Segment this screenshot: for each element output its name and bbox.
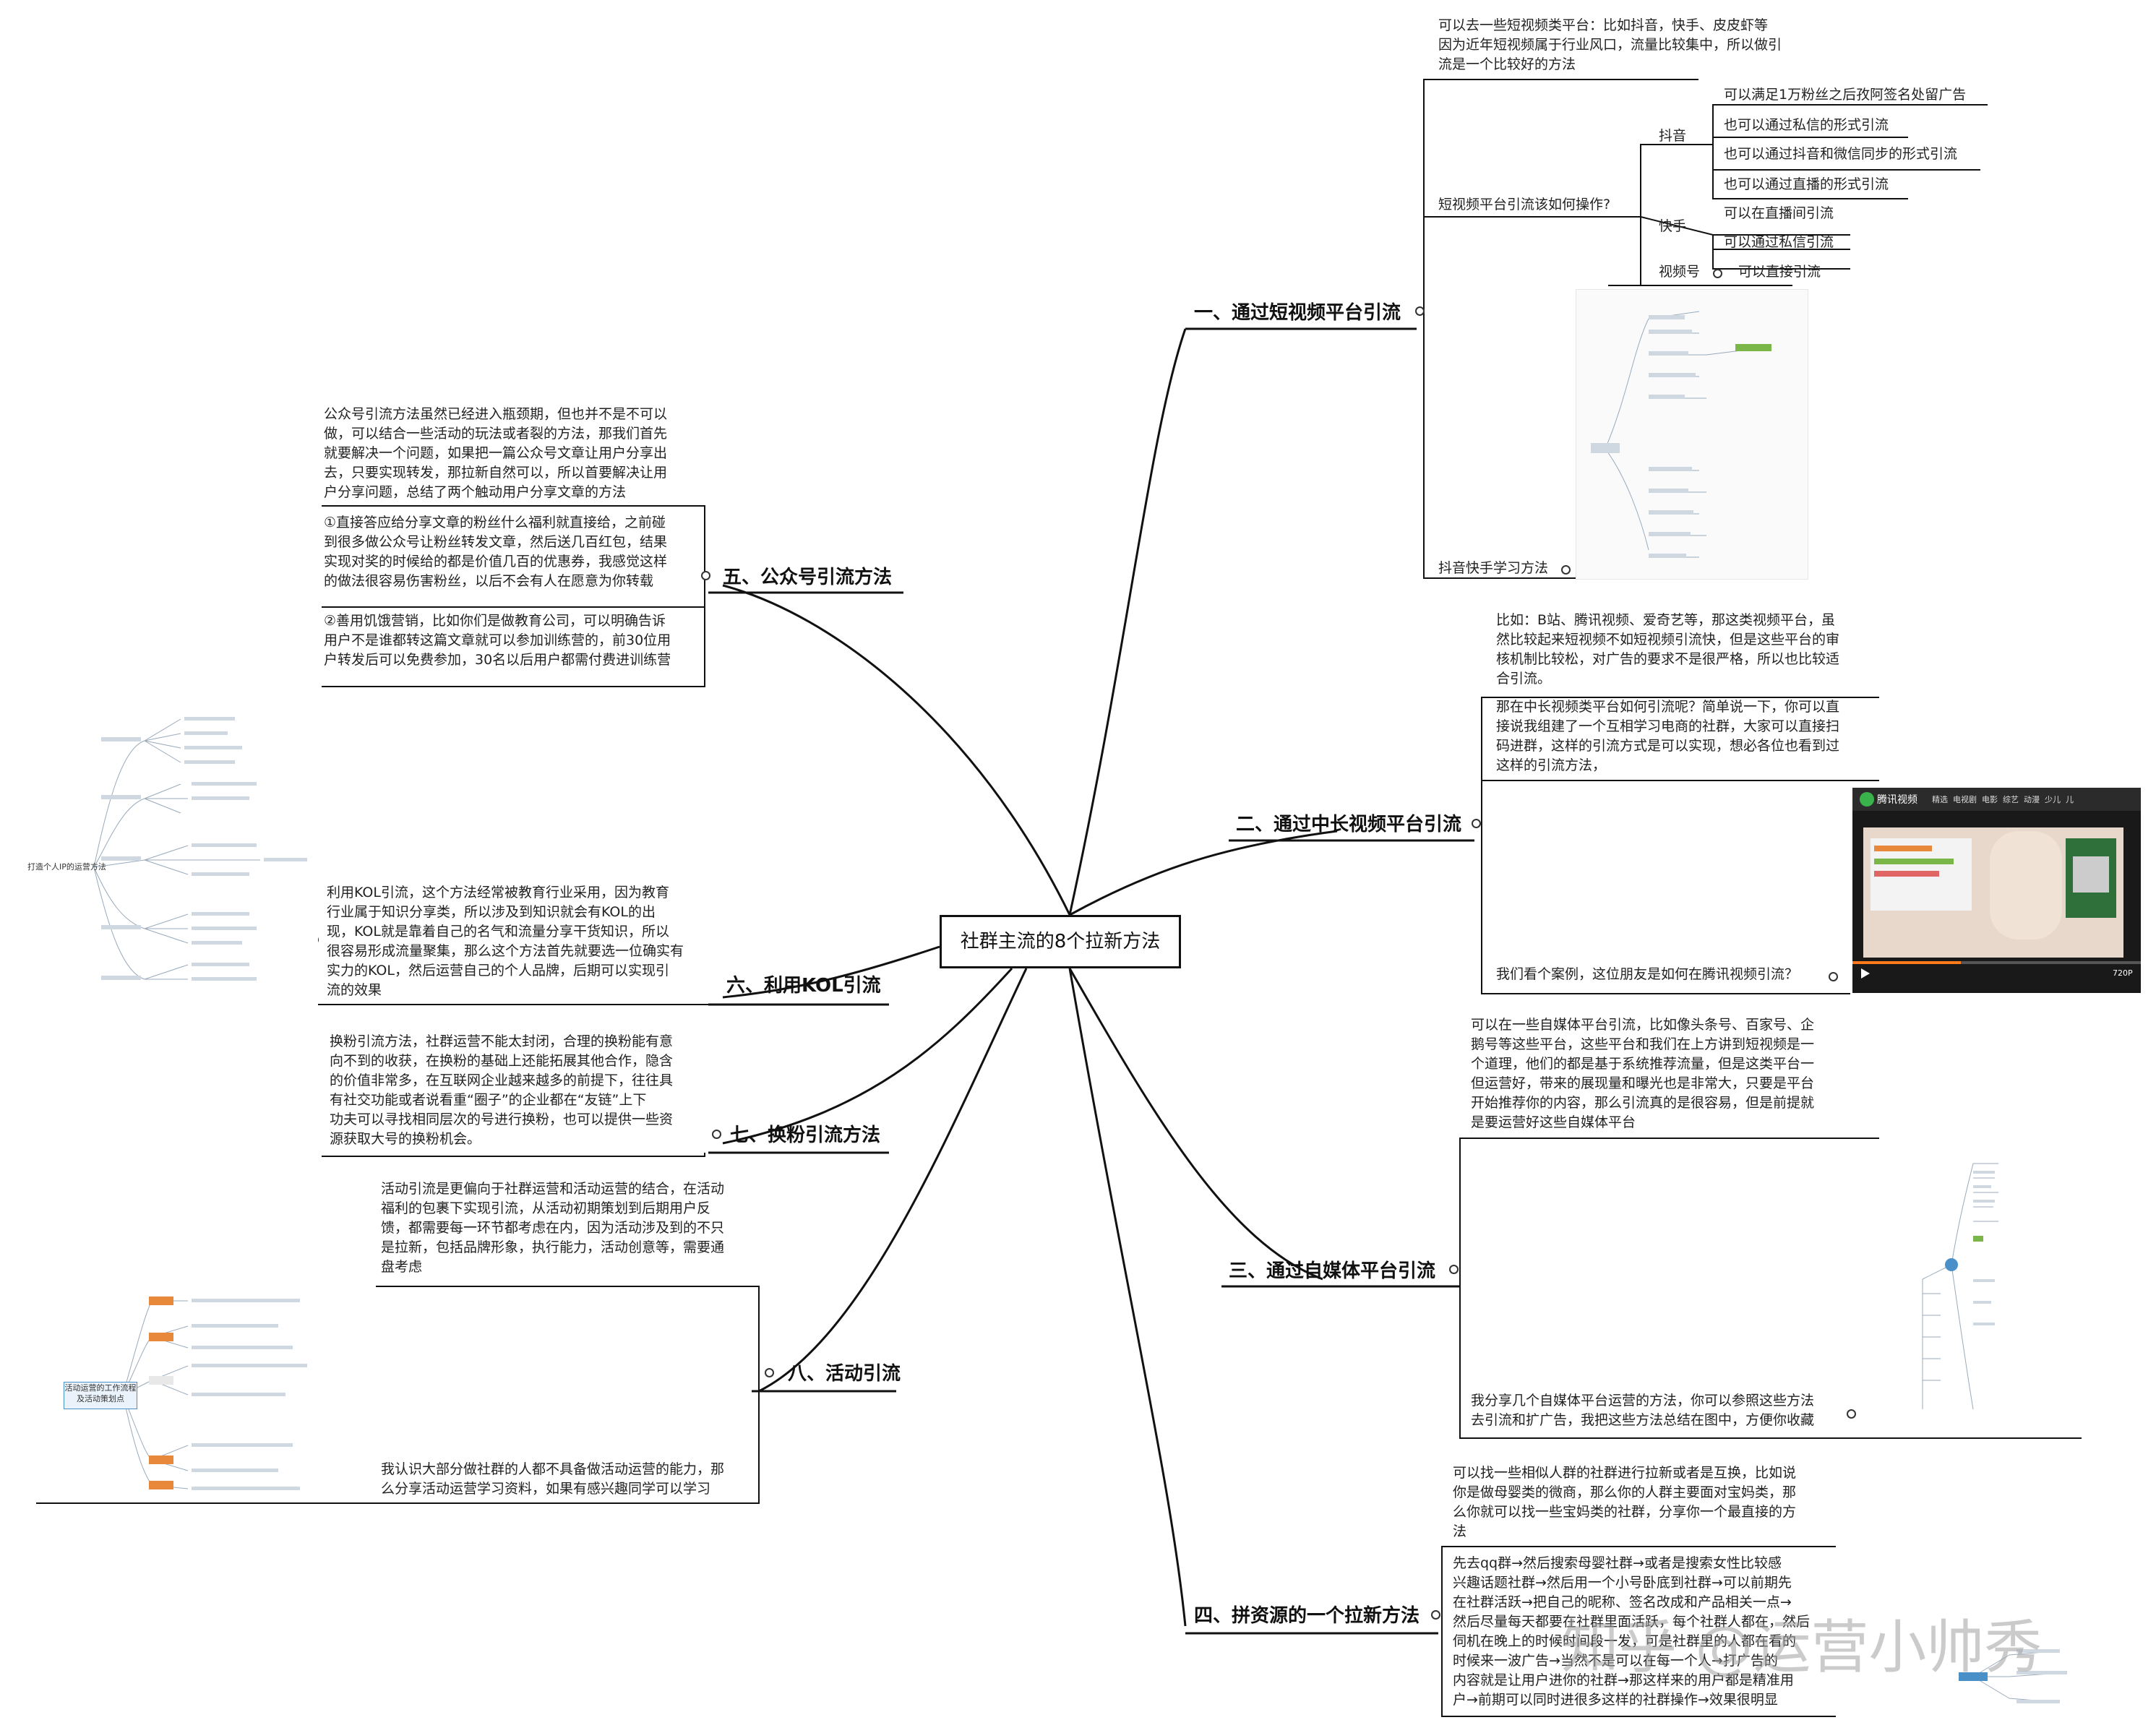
branch-2-title[interactable]: 二、通过中长视频平台引流 <box>1236 814 1462 835</box>
branch-1-title[interactable]: 一、通过短视频平台引流 <box>1194 302 1401 324</box>
video-quality-label[interactable]: 720P <box>2113 968 2133 978</box>
branch-8-collapse-icon[interactable] <box>765 1368 774 1377</box>
branch-1-collapse-icon[interactable] <box>1415 306 1425 316</box>
b1-intro-text: 可以去一些短视频类平台：比如抖音，快手、皮皮虾等 因为近年短视频属于行业风口，流… <box>1438 17 1782 72</box>
b1-shipinhao-item: 可以直接引流 <box>1738 264 1821 280</box>
zhihu-watermark: 知乎 @运营小帅秀 <box>1561 1614 2043 1681</box>
b1-douyin-item-1: 可以满足1万粉丝之后孜阿签名处留广告 <box>1724 87 1967 103</box>
b3-share-text: 我分享几个自媒体平台运营的方法，你可以参照这些方法 去引流和扩广告，我把这些方法… <box>1471 1393 1815 1428</box>
tencent-video-screenshot[interactable]: 腾讯视频 精选 电视剧 电影 综艺 动漫 少儿 儿 720P <box>1852 788 2141 993</box>
b1-douyin-item-3: 也可以通过抖音和微信同步的形式引流 <box>1724 146 1958 162</box>
mini-mindmap-graphic-2 <box>1922 1163 1998 1410</box>
branch-5-title[interactable]: 五、公众号引流方法 <box>723 567 893 588</box>
b1-kuaishou-label: 快手 <box>1659 218 1687 234</box>
b1-douyin-label: 抖音 <box>1659 128 1687 144</box>
b5-method-2: ②善用饥饿营销，比如你们是做教育公司，可以明确告诉 用户不是谁都转这篇文章就可以… <box>324 613 671 668</box>
b7-text: 换粉引流方法，社群运营不能太封闭，合理的换粉能有意 向不到的收获，在换粉的基础上… <box>330 1033 674 1147</box>
branch-7-collapse-icon[interactable] <box>712 1130 721 1139</box>
video-logo-text: 腾讯视频 <box>1877 794 1917 806</box>
b2-intro-text: 比如：B站、腾讯视频、爱奇艺等，那这类视频平台，虽 然比较起来短视频不如短视频引… <box>1496 612 1840 687</box>
b1-question: 短视频平台引流该如何操作? <box>1438 197 1611 212</box>
branch-6-title[interactable]: 六、利用KOL引流 <box>726 975 881 997</box>
b8-bottom-text: 我认识大部分做社群的人都不具备做活动运营的能力，那 么分享活动运营学习资料，如果… <box>381 1461 725 1497</box>
central-topic[interactable]: 社群主流的8个拉新方法 <box>940 915 1181 968</box>
mini-mindmap-graphic-3 <box>1959 1649 2067 1703</box>
personal-ip-mindmap-title: 打造个人IP的运营方法 <box>27 862 106 872</box>
mini-mindmap-graphic <box>1591 311 1771 558</box>
branch-3-title[interactable]: 三、通过自媒体平台引流 <box>1229 1260 1436 1282</box>
qr-code-icon <box>2073 856 2109 893</box>
mini-mindmap-graphic-4 <box>93 717 307 981</box>
branch-2-collapse-icon[interactable] <box>1472 819 1481 828</box>
branch-8-title[interactable]: 八、活动引流 <box>788 1363 901 1385</box>
b3-intro-text: 可以在一些自媒体平台引流，比如像头条号、百家号、企 鹅号等这些平台，这些平台和我… <box>1471 1017 1815 1130</box>
activity-ops-mindmap-title: 活动运营的工作流程 及活动策划点 <box>64 1382 137 1409</box>
personal-ip-mindmap-thumbnail[interactable]: 打造个人IP的运营方法 <box>22 712 318 994</box>
b1-douyin-item-4: 也可以通过直播的形式引流 <box>1724 176 1889 192</box>
branch-3-collapse-icon[interactable] <box>1449 1265 1459 1274</box>
b6-text: 利用KOL引流，这个方法经常被教育行业采用，因为教育 行业属于知识分享类，所以涉… <box>327 885 684 998</box>
b3-share-dot-icon[interactable] <box>1847 1409 1856 1419</box>
b2-how-text: 那在中长视频类平台如何引流呢？简单说一下，你可以直 接说我组建了一个互相学习电商… <box>1496 699 1840 773</box>
branch-4-collapse-icon[interactable] <box>1431 1610 1440 1620</box>
b8-text: 活动引流是更偏向于社群运营和活动运营的结合，在活动 福利的包裹下实现引流，从活动… <box>381 1181 725 1275</box>
b1-shipinhao-label: 视频号 <box>1659 264 1701 280</box>
video-nav-tabs[interactable]: 精选 电视剧 电影 综艺 动漫 少儿 儿 <box>1932 795 2074 804</box>
video-progress-bar[interactable] <box>1852 961 1961 964</box>
b2-case-text: 我们看个案例，这位朋友是如何在腾讯视频引流？ <box>1496 966 1799 982</box>
b1-douyin-item-2: 也可以通过私信的形式引流 <box>1724 117 1889 133</box>
b1-study-method: 抖音快手学习方法 <box>1438 560 1549 576</box>
b5-intro-text: 公众号引流方法虽然已经进入瓶颈期，但也并不是不可以 做，可以结合一些活动的玩法或… <box>324 406 668 500</box>
branch-4-title[interactable]: 四、拼资源的一个拉新方法 <box>1194 1605 1420 1627</box>
douyin-kuaishou-mindmap-thumbnail[interactable] <box>1576 289 1808 580</box>
mini-mindmap-graphic-5 <box>122 1297 307 1490</box>
b1-study-dot-icon[interactable] <box>1561 565 1571 575</box>
b5-method-1: ①直接答应给分享文章的粉丝什么福利就直接给，之前碰 到很多做公众号让粉丝转发文章… <box>324 515 668 589</box>
activity-ops-mindmap-thumbnail[interactable]: 活动运营的工作流程 及活动策划点 <box>58 1286 361 1496</box>
b2-case-dot-icon[interactable] <box>1829 972 1838 981</box>
branch-5-collapse-icon[interactable] <box>701 571 710 580</box>
b1-kuaishou-item-2: 可以通过私信引流 <box>1724 234 1834 250</box>
b1-shipinhao-dot-icon <box>1713 269 1722 278</box>
b4-intro-text: 可以找一些相似人群的社群进行拉新或者是互换，比如说 你是做母婴类的微商，那么你的… <box>1453 1465 1797 1539</box>
self-media-mindmap-thumbnail[interactable] <box>1908 1149 2002 1424</box>
b1-kuaishou-item-1: 可以在直播间引流 <box>1724 205 1834 221</box>
b4-mini-thumbnail[interactable] <box>1951 1641 2125 1713</box>
play-icon[interactable] <box>1861 968 1870 979</box>
b4-steps-text: 先去qq群→然后搜索母婴社群→或者是搜索女性比较感 兴趣话题社群→然后用一个小号… <box>1453 1555 1811 1708</box>
branch-7-title[interactable]: 七、换粉引流方法 <box>730 1125 881 1146</box>
tencent-video-logo-icon <box>1860 792 1874 807</box>
